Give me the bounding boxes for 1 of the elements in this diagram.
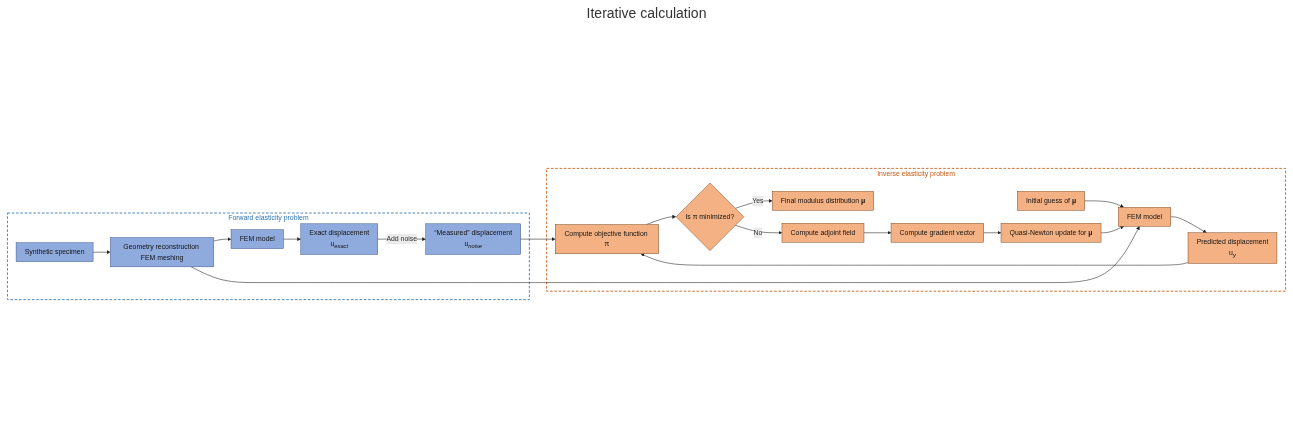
note-text: Iterative calculation — [586, 5, 707, 21]
